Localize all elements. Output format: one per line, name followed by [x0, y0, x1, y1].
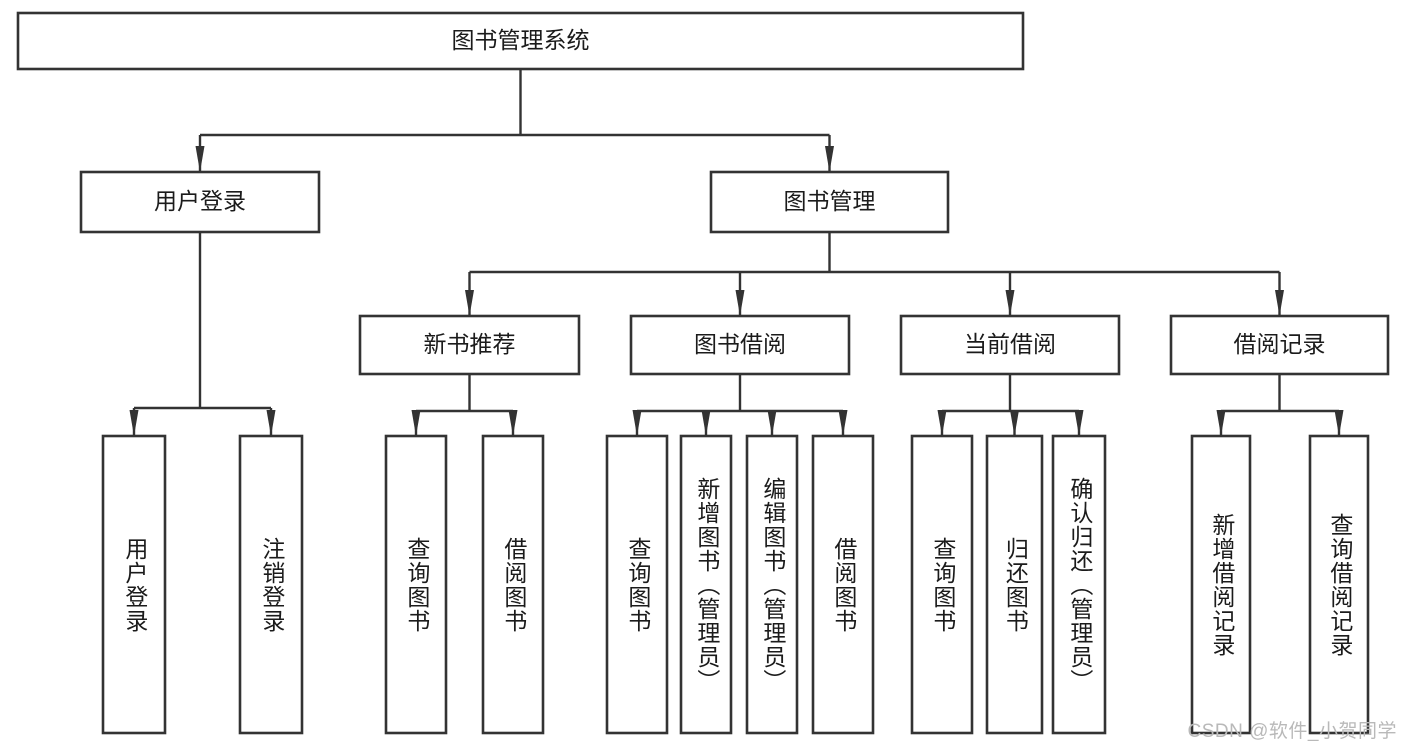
leaf-leaf-edit-book[interactable]	[745, 434, 799, 735]
node-book-borrow[interactable]	[629, 314, 851, 376]
arrow-head-icon	[735, 290, 745, 316]
arrow-head-icon	[1074, 410, 1084, 436]
leaf-leaf-borrow-book-2[interactable]	[811, 434, 875, 735]
leaf-leaf-logout[interactable]	[238, 434, 304, 735]
node-user-login[interactable]	[79, 170, 321, 234]
arrow-head-icon	[1010, 410, 1019, 436]
node-borrow-record[interactable]	[1169, 314, 1390, 376]
leaf-leaf-add-book[interactable]	[679, 434, 733, 735]
arrow-head-icon	[937, 410, 947, 436]
node-label-root: 图书管理系统	[452, 27, 590, 53]
arrow-head-icon	[767, 410, 777, 436]
arrow-head-icon	[129, 410, 139, 436]
node-label-user-login: 用户登录	[154, 188, 246, 214]
boxes-layer	[16, 11, 1390, 735]
arrow-head-icon	[411, 410, 421, 436]
arrow-head-icon	[266, 410, 276, 436]
connectors-layer	[129, 69, 1344, 436]
node-label-book-manage: 图书管理	[784, 188, 876, 214]
node-label-borrow-record: 借阅记录	[1234, 331, 1326, 357]
arrow-head-icon	[195, 146, 205, 172]
arrow-head-icon	[838, 410, 848, 436]
leaf-leaf-borrow-book-1[interactable]	[481, 434, 545, 735]
arrow-head-icon	[465, 290, 474, 316]
leaf-leaf-return-book[interactable]	[985, 434, 1044, 735]
node-new-book-rec[interactable]	[358, 314, 581, 376]
node-label-current-borrow: 当前借阅	[964, 331, 1056, 357]
arrow-head-icon	[632, 410, 642, 436]
node-root[interactable]	[16, 11, 1025, 71]
leaf-leaf-add-record[interactable]	[1190, 434, 1252, 735]
leaf-leaf-query-book-3[interactable]	[910, 434, 974, 735]
leaf-leaf-query-record[interactable]	[1308, 434, 1370, 735]
arrow-head-icon	[1275, 290, 1284, 316]
node-label-book-borrow: 图书借阅	[694, 331, 786, 357]
leaf-leaf-query-book-2[interactable]	[605, 434, 669, 735]
leaf-leaf-confirm-return[interactable]	[1051, 434, 1107, 735]
leaf-leaf-user-login[interactable]	[101, 434, 167, 735]
arrow-head-icon	[1005, 290, 1015, 316]
node-book-manage[interactable]	[709, 170, 950, 234]
arrow-head-icon	[1216, 410, 1226, 436]
arrow-head-icon	[508, 410, 518, 436]
arrow-head-icon	[701, 410, 711, 436]
node-current-borrow[interactable]	[899, 314, 1121, 376]
arrow-head-icon	[825, 146, 834, 172]
csdn-watermark: CSDN @软件_小贺同学	[1187, 721, 1397, 742]
node-label-new-book-rec: 新书推荐	[424, 331, 516, 357]
arrow-head-icon	[1334, 410, 1344, 436]
leaf-leaf-query-book-1[interactable]	[384, 434, 448, 735]
